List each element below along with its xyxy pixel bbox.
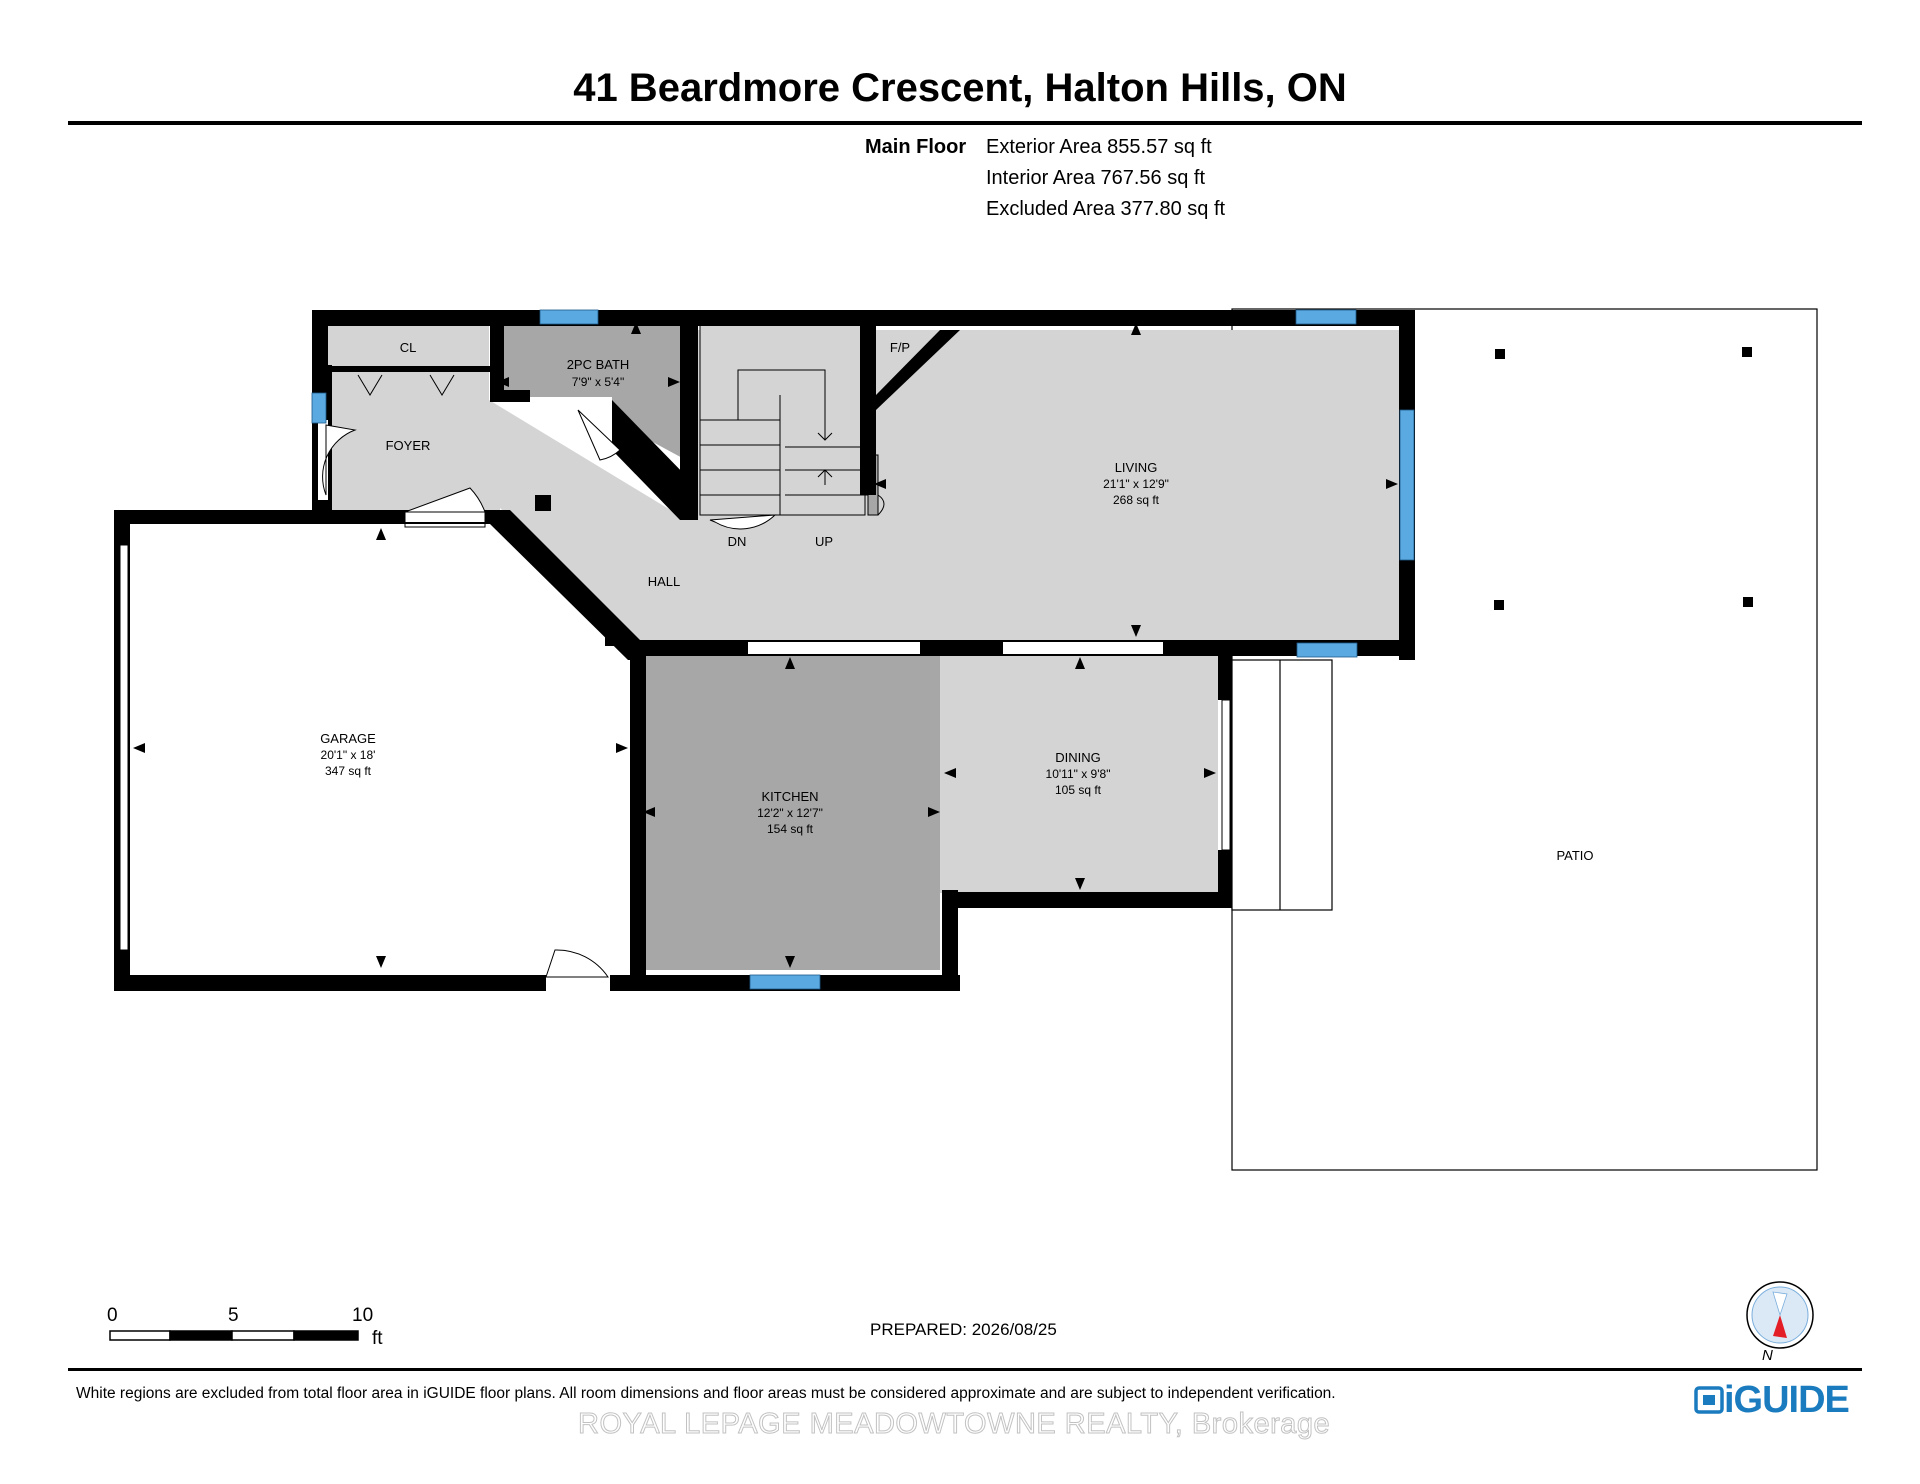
room-dims-living: 21'1" x 12'9": [1103, 477, 1169, 491]
title-divider: [68, 121, 1862, 125]
door-swings: [322, 409, 777, 978]
room-label-garage: GARAGE: [320, 731, 376, 746]
room-dims-kitchen: 12'2" x 12'7": [757, 806, 823, 820]
patio-post: [1495, 349, 1505, 359]
room-dims-garage: 20'1" x 18': [321, 748, 376, 762]
room-label-patio: PATIO: [1556, 848, 1593, 863]
room-dims-bath: 7'9" x 5'4": [572, 375, 624, 389]
room-label-bath: 2PC BATH: [567, 357, 630, 372]
room-area-kitchen: 154 sq ft: [767, 822, 814, 836]
patio-post: [1743, 597, 1753, 607]
scale-label-0: 0: [107, 1305, 118, 1326]
watermark-text: ROYAL LEPAGE MEADOWTOWNE REALTY, Brokera…: [577, 1408, 1331, 1441]
disclaimer-text: White regions are excluded from total fl…: [76, 1385, 1336, 1402]
floor-label: Main Floor: [865, 136, 967, 158]
closet-doors: [357, 374, 455, 396]
scale-label-5: 5: [228, 1305, 239, 1326]
room-dims-dining: 10'11" x 9'8": [1046, 767, 1111, 781]
interior-area: Interior Area 767.56 sq ft: [986, 167, 1206, 189]
scale-unit: ft: [372, 1328, 383, 1349]
iguide-logo-icon: [1694, 1386, 1724, 1414]
deck-steps: [1231, 659, 1333, 911]
compass-icon: [1746, 1281, 1814, 1349]
patio-post: [1742, 347, 1752, 357]
scale-label-10: 10: [352, 1305, 374, 1326]
room-label-dining: DINING: [1055, 750, 1101, 765]
dining-floor: [940, 655, 1220, 893]
windows: [311, 309, 1415, 990]
room-label-living: LIVING: [1115, 460, 1158, 475]
garage-floor: [120, 520, 630, 975]
room-label-kitchen: KITCHEN: [761, 789, 818, 804]
stairs-label-up: UP: [815, 534, 833, 549]
room-label-hall: HALL: [648, 574, 681, 589]
compass-north-label: N: [1762, 1347, 1773, 1364]
scale-bar: [109, 1330, 359, 1341]
exterior-area: Exterior Area 855.57 sq ft: [986, 136, 1212, 158]
room-area-garage: 347 sq ft: [325, 764, 372, 778]
room-label-closet: CL: [400, 340, 417, 355]
room-label-fireplace: F/P: [890, 340, 910, 355]
footer-divider: [68, 1368, 1862, 1371]
room-area-living: 268 sq ft: [1113, 493, 1160, 507]
kitchen-floor: [640, 655, 940, 970]
room-label-foyer: FOYER: [386, 438, 431, 453]
page-title: 41 Beardmore Crescent, Halton Hills, ON: [573, 66, 1347, 110]
iguide-logo-text: iGUIDE: [1724, 1378, 1850, 1421]
room-area-dining: 105 sq ft: [1055, 783, 1102, 797]
patio-post: [1494, 600, 1504, 610]
iguide-logo: iGUIDE: [1694, 1378, 1850, 1422]
excluded-area: Excluded Area 377.80 sq ft: [986, 198, 1226, 220]
dimension-markers: [133, 322, 1398, 968]
prepared-date: PREPARED: 2026/08/25: [870, 1320, 1057, 1339]
staircase: [699, 324, 885, 516]
stairs-label-down: DN: [728, 534, 747, 549]
